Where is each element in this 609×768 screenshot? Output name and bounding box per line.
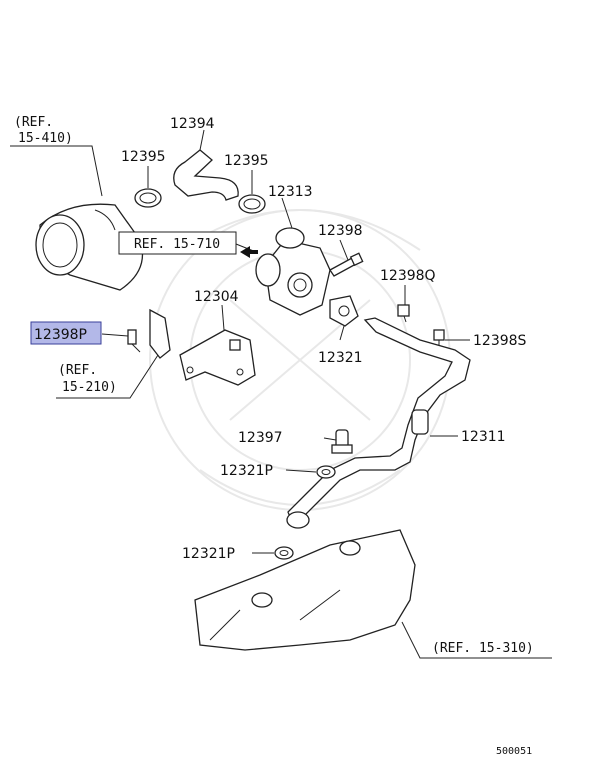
- ref-15-210-label-line2[interactable]: 15-210): [62, 380, 117, 395]
- heat-shield: [194, 529, 416, 651]
- plate-15-210: [149, 308, 171, 359]
- part-label-12394[interactable]: 12394: [170, 116, 215, 132]
- arrow-icon: [240, 246, 258, 258]
- part-label-12398q[interactable]: 12398Q: [380, 268, 436, 284]
- part-label-12311[interactable]: 12311: [461, 429, 506, 445]
- bolt-12398q: [397, 304, 410, 323]
- intake-hose: [35, 203, 144, 291]
- valve-12313: [255, 227, 331, 316]
- ref-15-710-box[interactable]: REF. 15-710: [118, 231, 237, 255]
- part-label-12398s[interactable]: 12398S: [473, 333, 527, 349]
- union-bolt-12397: [331, 429, 353, 454]
- washer-12321p-lower: [274, 546, 294, 560]
- bolt-12398p: [127, 329, 141, 353]
- gasket-12321: [329, 295, 359, 327]
- part-label-12398p[interactable]: 12398P: [34, 327, 87, 343]
- bolt-12398s: [433, 329, 445, 346]
- clamp-12395-left: [134, 188, 162, 208]
- part-label-12321p-lower[interactable]: 12321P: [182, 546, 235, 562]
- bracket-12304: [179, 329, 256, 386]
- ref-15-210-label-line1[interactable]: (REF.: [58, 363, 97, 378]
- diagram-code: 500051: [496, 746, 532, 757]
- part-label-12321p-upper[interactable]: 12321P: [220, 463, 273, 479]
- washer-12321p-upper: [316, 465, 336, 479]
- ref-15-710-label: REF. 15-710: [134, 237, 220, 252]
- part-label-12398[interactable]: 12398: [318, 223, 363, 239]
- highlight-12398p: [30, 321, 102, 345]
- ref-15-310-label[interactable]: (REF. 15-310): [432, 641, 534, 656]
- clamp-12395-right: [238, 194, 266, 214]
- part-label-12304[interactable]: 12304: [194, 289, 239, 305]
- bolt-12398: [329, 252, 364, 277]
- part-label-12397[interactable]: 12397: [238, 430, 283, 446]
- part-label-12313[interactable]: 12313: [268, 184, 313, 200]
- part-label-12395-right[interactable]: 12395: [224, 153, 269, 169]
- part-label-12321[interactable]: 12321: [318, 350, 363, 366]
- hose-12394: [173, 149, 239, 201]
- leader-lines: [10, 129, 552, 659]
- ref-15-410-label-line2[interactable]: 15-410): [18, 131, 73, 146]
- ref-15-410-label-line1[interactable]: (REF.: [14, 115, 53, 130]
- part-label-12395-left[interactable]: 12395: [121, 149, 166, 165]
- pipe-12311: [286, 317, 471, 529]
